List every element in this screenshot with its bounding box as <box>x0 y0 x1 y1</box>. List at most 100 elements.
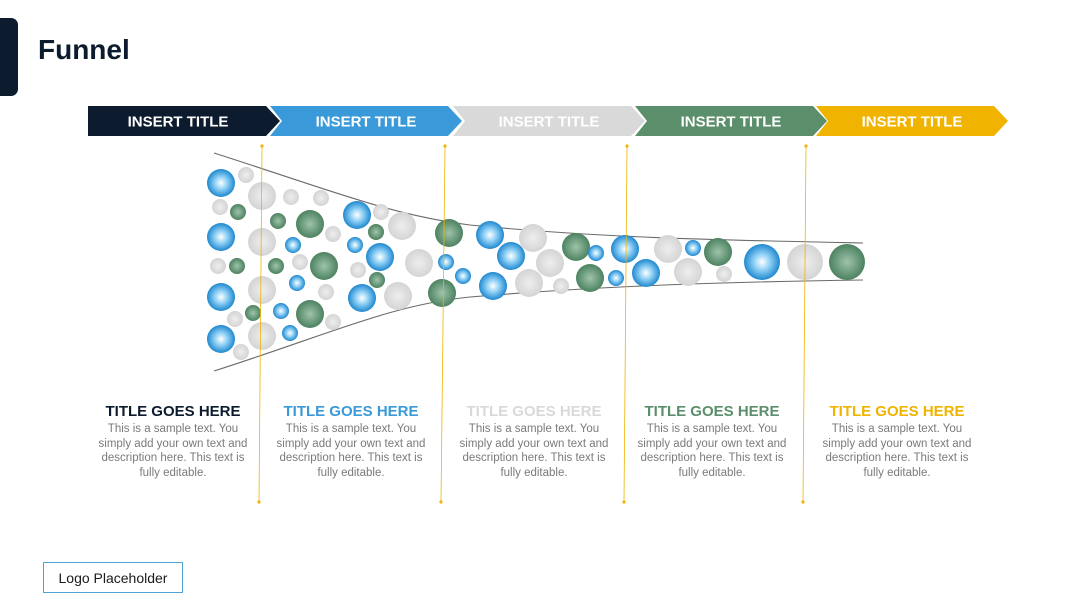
blue-bubble <box>282 325 298 341</box>
green-bubble <box>562 233 590 261</box>
blue-bubble <box>289 275 305 291</box>
green-bubble <box>428 279 456 307</box>
gray-bubble <box>325 226 341 242</box>
blue-bubble <box>588 245 604 261</box>
green-bubble <box>296 300 324 328</box>
stage-3-heading: TITLE GOES HERE <box>466 403 602 420</box>
gray-bubble <box>210 258 226 274</box>
divider-dot-top <box>804 144 808 148</box>
blue-bubble <box>207 325 235 353</box>
divider-dot-bottom <box>257 500 261 504</box>
blue-bubble <box>348 284 376 312</box>
blue-bubble <box>455 268 471 284</box>
stage-4-text: This is a sample text. You simply add yo… <box>637 423 787 479</box>
stage-1-heading: TITLE GOES HERE <box>105 403 241 420</box>
stage-4-arrow-shape <box>635 106 827 136</box>
stage-4-description: TITLE GOES HERE This is a sample text. Y… <box>631 403 793 480</box>
gray-bubble <box>373 204 389 220</box>
stage-1-text: This is a sample text. You simply add yo… <box>98 423 248 479</box>
stage-1-arrow-label: INSERT TITLE <box>128 114 229 131</box>
blue-bubble <box>207 223 235 251</box>
green-bubble <box>576 264 604 292</box>
gray-bubble <box>233 344 249 360</box>
gray-bubble <box>654 235 682 263</box>
stage-3-description: TITLE GOES HERE This is a sample text. Y… <box>453 403 615 480</box>
blue-bubble <box>438 254 454 270</box>
divider-dot-bottom <box>439 500 443 504</box>
gray-bubble <box>313 190 329 206</box>
blue-bubble <box>611 235 639 263</box>
divider-line <box>258 145 263 503</box>
gray-bubble <box>248 182 276 210</box>
stage-divider-2 <box>439 144 447 504</box>
stage-2-arrow-shape <box>270 106 462 136</box>
stage-4-heading: TITLE GOES HERE <box>644 403 780 420</box>
gray-bubble <box>519 224 547 252</box>
green-bubble <box>296 210 324 238</box>
gray-bubble <box>536 249 564 277</box>
green-bubble <box>230 204 246 220</box>
gray-bubble <box>553 278 569 294</box>
divider-dot-top <box>260 144 264 148</box>
gray-bubble <box>384 282 412 310</box>
green-bubble <box>310 252 338 280</box>
stage-divider-1 <box>257 144 264 504</box>
accent-bar <box>0 18 18 96</box>
blue-bubble <box>207 169 235 197</box>
blue-bubble <box>685 240 701 256</box>
gray-bubble <box>227 311 243 327</box>
stage-3-arrow-label: INSERT TITLE <box>499 114 600 131</box>
gray-bubble <box>238 167 254 183</box>
gray-bubble <box>248 276 276 304</box>
blue-bubble <box>285 237 301 253</box>
stage-1-arrow: INSERT TITLE <box>88 106 280 136</box>
stage-1-arrow-shape <box>88 106 280 136</box>
gray-bubble <box>292 254 308 270</box>
blue-bubble <box>608 270 624 286</box>
stage-2-text: This is a sample text. You simply add yo… <box>276 423 426 479</box>
blue-bubble <box>366 243 394 271</box>
gray-bubble <box>350 262 366 278</box>
gray-bubble <box>388 212 416 240</box>
blue-bubble <box>497 242 525 270</box>
page-title: Funnel <box>38 34 130 65</box>
blue-bubble <box>632 259 660 287</box>
green-bubble <box>435 219 463 247</box>
blue-bubble <box>347 237 363 253</box>
stage-5-arrow: INSERT TITLE <box>816 106 1008 136</box>
green-bubble <box>368 224 384 240</box>
gray-bubble <box>318 284 334 300</box>
stage-5-text: This is a sample text. You simply add yo… <box>822 423 972 479</box>
green-bubble <box>229 258 245 274</box>
gray-bubble <box>674 258 702 286</box>
gray-bubble <box>716 266 732 282</box>
stage-divider-3 <box>622 144 629 504</box>
green-bubble <box>270 213 286 229</box>
stage-5-heading: TITLE GOES HERE <box>829 403 965 420</box>
stage-3-text: This is a sample text. You simply add yo… <box>459 423 609 479</box>
gray-bubble <box>248 228 276 256</box>
green-bubble <box>829 244 865 280</box>
stage-5-description: TITLE GOES HERE This is a sample text. Y… <box>816 403 978 480</box>
gray-bubble <box>405 249 433 277</box>
stage-2-arrow: INSERT TITLE <box>270 106 462 136</box>
stage-5-arrow-label: INSERT TITLE <box>862 114 963 131</box>
divider-dot-bottom <box>801 500 805 504</box>
blue-bubble <box>207 283 235 311</box>
gray-bubble <box>283 189 299 205</box>
gray-bubble <box>212 199 228 215</box>
logo-placeholder: Logo Placeholder <box>43 562 183 593</box>
blue-bubble <box>476 221 504 249</box>
stage-2-heading: TITLE GOES HERE <box>283 403 419 420</box>
stage-3-arrow-shape <box>453 106 645 136</box>
blue-bubble <box>744 244 780 280</box>
stage-1-description: TITLE GOES HERE This is a sample text. Y… <box>92 403 254 480</box>
stage-3-arrow: INSERT TITLE <box>453 106 645 136</box>
blue-bubble <box>479 272 507 300</box>
divider-line <box>440 145 446 503</box>
blue-bubble <box>343 201 371 229</box>
stage-2-description: TITLE GOES HERE This is a sample text. Y… <box>270 403 432 480</box>
green-bubble <box>369 272 385 288</box>
